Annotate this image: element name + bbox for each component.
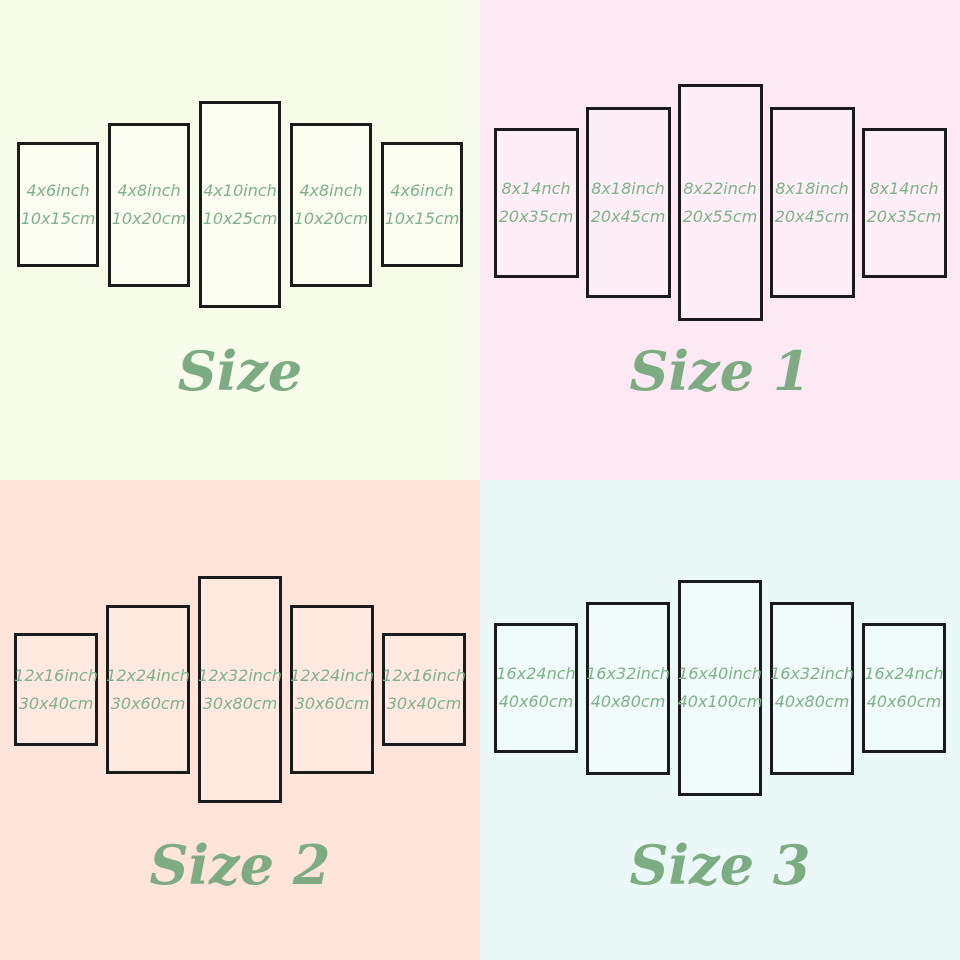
panel-cm-label: 40x60cm [866,692,942,711]
panel-inch-label: 16x40inch [678,664,762,683]
quadrant-title: Size 3 [629,833,811,897]
canvas-panel: 16x24nch 40x60cm [494,623,578,753]
quadrant-size-1: 8x14nch 20x35cm 8x18inch 20x45cm 8x22inc… [480,0,960,480]
quadrant-title: Size [177,339,303,403]
panel-cm-label: 30x40cm [18,693,94,713]
panel-inch-label: 12x24inch [106,665,190,685]
panel-cm-label: 40x100cm [677,692,763,711]
canvas-panel: 4x8inch 10x20cm [290,122,372,287]
panel-cm-label: 10x15cm [20,208,96,228]
quadrant-title: Size 2 [149,833,331,897]
panel-inch-label: 8x14nch [869,178,939,198]
panel-cm-label: 10x25cm [202,208,278,228]
panel-inch-label: 8x18inch [591,178,665,198]
panel-inch-label: 4x8inch [117,180,181,200]
panel-inch-label: 12x16inch [382,665,466,685]
quadrant-title: Size 1 [629,339,811,403]
canvas-panel: 16x24nch 40x60cm [862,623,946,753]
canvas-panel: 4x6inch 10x15cm [17,142,99,267]
panel-cm-label: 10x20cm [111,208,187,228]
panel-cm-label: 10x20cm [293,208,369,228]
canvas-panel: 4x6inch 10x15cm [381,142,463,267]
canvas-panel: 12x16inch 30x40cm [14,633,98,746]
quadrant-size-2: 12x16inch 30x40cm 12x24inch 30x60cm 12x3… [0,480,480,960]
quadrant-size-3: 16x24nch 40x60cm 16x32inch 40x80cm 16x40… [480,480,960,960]
panel-cm-label: 20x55cm [682,206,758,226]
panel-cm-label: 20x35cm [866,206,942,226]
panel-inch-label: 12x16inch [14,665,98,685]
panel-inch-label: 16x32inch [586,664,670,683]
canvas-panel: 8x14nch 20x35cm [861,127,947,278]
panel-inch-label: 4x6inch [390,180,454,200]
panel-inch-label: 16x24nch [864,664,944,683]
canvas-panel: 8x18inch 20x45cm [585,107,671,298]
canvas-panel: 8x18inch 20x45cm [769,107,855,298]
canvas-panel: 4x8inch 10x20cm [108,122,190,287]
panel-cm-label: 40x80cm [590,692,666,711]
panel-row: 16x24nch 40x60cm 16x32inch 40x80cm 16x40… [480,580,960,796]
panel-inch-label: 8x18inch [775,178,849,198]
panel-cm-label: 30x80cm [202,693,278,713]
canvas-panel: 12x32inch 30x80cm [198,576,282,803]
panel-inch-label: 4x10inch [203,180,277,200]
canvas-panel: 16x40inch 40x100cm [678,580,762,796]
panel-inch-label: 12x32inch [198,665,282,685]
panel-cm-label: 20x45cm [590,206,666,226]
canvas-panel: 16x32inch 40x80cm [586,601,670,775]
panel-cm-label: 30x60cm [110,693,186,713]
canvas-panel: 12x24inch 30x60cm [290,605,374,774]
panel-inch-label: 12x24inch [290,665,374,685]
panel-inch-label: 4x8inch [299,180,363,200]
canvas-panel: 12x16inch 30x40cm [382,633,466,746]
panel-row: 12x16inch 30x40cm 12x24inch 30x60cm 12x3… [0,576,480,803]
canvas-panel: 16x32inch 40x80cm [770,601,854,775]
panel-cm-label: 30x60cm [294,693,370,713]
panel-cm-label: 20x45cm [774,206,850,226]
canvas-panel: 8x14nch 20x35cm [493,127,579,278]
panel-inch-label: 8x22inch [683,178,757,198]
canvas-panel: 12x24inch 30x60cm [106,605,190,774]
panel-inch-label: 8x14nch [501,178,571,198]
canvas-panel: 8x22inch 20x55cm [677,84,763,321]
panel-cm-label: 40x80cm [774,692,850,711]
canvas-panel: 4x10inch 10x25cm [199,101,281,308]
panel-inch-label: 4x6inch [26,180,90,200]
panel-cm-label: 30x40cm [386,693,462,713]
panel-cm-label: 40x60cm [498,692,574,711]
panel-cm-label: 10x15cm [384,208,460,228]
panel-inch-label: 16x24nch [496,664,576,683]
panel-row: 4x6inch 10x15cm 4x8inch 10x20cm 4x10inch… [0,101,480,308]
panel-row: 8x14nch 20x35cm 8x18inch 20x45cm 8x22inc… [480,84,960,321]
panel-cm-label: 20x35cm [498,206,574,226]
quadrant-size: 4x6inch 10x15cm 4x8inch 10x20cm 4x10inch… [0,0,480,480]
panel-inch-label: 16x32inch [770,664,854,683]
